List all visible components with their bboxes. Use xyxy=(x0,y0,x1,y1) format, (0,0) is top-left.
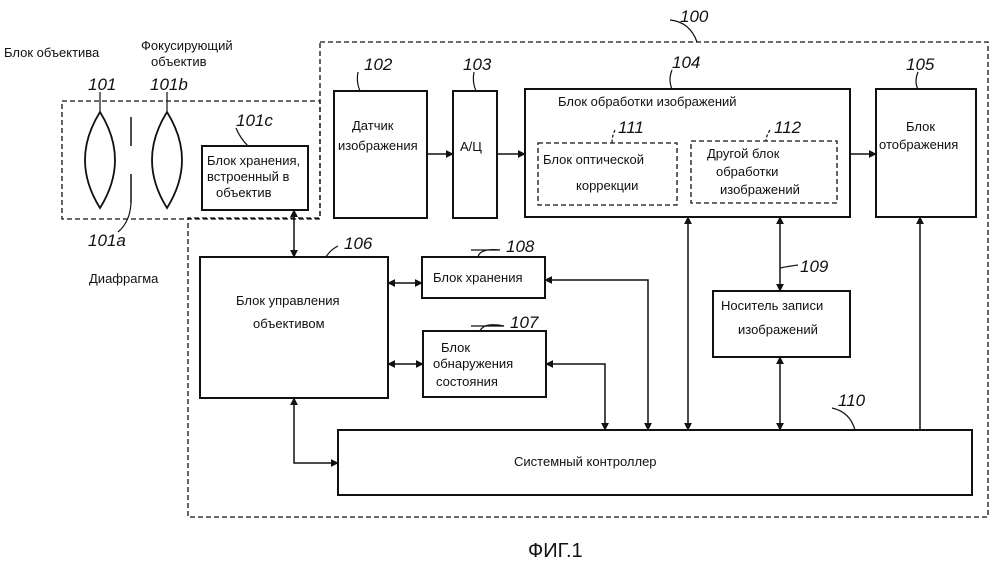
arrow-storage-to-system-controller xyxy=(545,280,648,430)
other-processing-label-line1: Другой блок xyxy=(707,146,780,161)
state-detection-label-line2: обнаружения xyxy=(433,356,513,371)
optical-correction-label-line1: Блок оптической xyxy=(543,152,644,167)
leader-106 xyxy=(326,246,338,257)
state-detection-label-line1: Блок xyxy=(441,340,470,355)
ref-111: 111 xyxy=(618,118,644,137)
leader-108 xyxy=(471,250,500,257)
diaphragm-label: Диафрагма xyxy=(89,271,159,286)
ref-107: 107 xyxy=(510,313,539,332)
sensor-label-line1: Датчик xyxy=(352,118,394,133)
adc-box xyxy=(453,91,497,218)
other-processing-label-line2: обработки xyxy=(716,164,778,179)
lens-101-shape xyxy=(85,112,115,208)
leader-103 xyxy=(473,72,476,91)
focus-lens-label-line1: Фокусирующий xyxy=(141,38,233,53)
leader-109 xyxy=(780,265,798,268)
image-processing-label: Блок обработки изображений xyxy=(558,94,737,109)
state-detection-label-line3: состояния xyxy=(436,374,498,389)
ref-102: 102 xyxy=(364,55,393,74)
image-sensor-box xyxy=(334,91,427,218)
figure-caption: ФИГ.1 xyxy=(528,540,583,562)
lens-control-label-line2: объективом xyxy=(253,316,325,331)
lens-block-label: Блок объектива xyxy=(4,45,100,60)
lens-101b-shape xyxy=(152,112,182,208)
leader-105 xyxy=(916,72,918,89)
optical-correction-label-line2: коррекции xyxy=(576,178,638,193)
ref-101: 101 xyxy=(88,75,116,94)
ref-109: 109 xyxy=(800,257,829,276)
focus-lens-label-line2: объектив xyxy=(151,54,207,69)
lens-control-label-line1: Блок управления xyxy=(236,293,340,308)
other-processing-label-line3: изображений xyxy=(720,182,800,197)
ref-101c: 101c xyxy=(236,111,273,130)
ref-108: 108 xyxy=(506,237,535,256)
leader-101a xyxy=(118,203,131,232)
leader-110 xyxy=(832,408,855,430)
ref-106: 106 xyxy=(344,234,373,253)
recording-medium-label-line2: изображений xyxy=(738,322,818,337)
ref-100: 100 xyxy=(680,7,709,26)
ref-101a: 101a xyxy=(88,231,126,250)
ref-103: 103 xyxy=(463,55,492,74)
ref-101b: 101b xyxy=(150,75,188,94)
recording-medium-label-line1: Носитель записи xyxy=(721,298,823,313)
adc-label: А/Ц xyxy=(460,139,482,154)
ref-112: 112 xyxy=(774,118,802,137)
ref-105: 105 xyxy=(906,55,935,74)
arrow-state-detection-to-system-controller xyxy=(546,364,605,430)
leader-101c xyxy=(236,128,248,146)
system-controller-label: Системный контроллер xyxy=(514,454,657,469)
leader-104 xyxy=(670,70,672,89)
storage-label: Блок хранения xyxy=(433,270,523,285)
display-label-line1: Блок xyxy=(906,119,935,134)
lens-storage-label-line2: встроенный в xyxy=(207,169,289,184)
lens-storage-label-line3: объектив xyxy=(216,185,272,200)
display-label-line2: отображения xyxy=(879,137,958,152)
lens-storage-label-line1: Блок хранения, xyxy=(207,153,300,168)
arrow-lens-control-to-system-controller xyxy=(294,398,338,463)
sensor-label-line2: изображения xyxy=(338,138,418,153)
ref-110: 110 xyxy=(838,391,866,410)
display-box xyxy=(876,89,976,217)
ref-104: 104 xyxy=(672,53,700,72)
leader-102 xyxy=(357,72,360,91)
